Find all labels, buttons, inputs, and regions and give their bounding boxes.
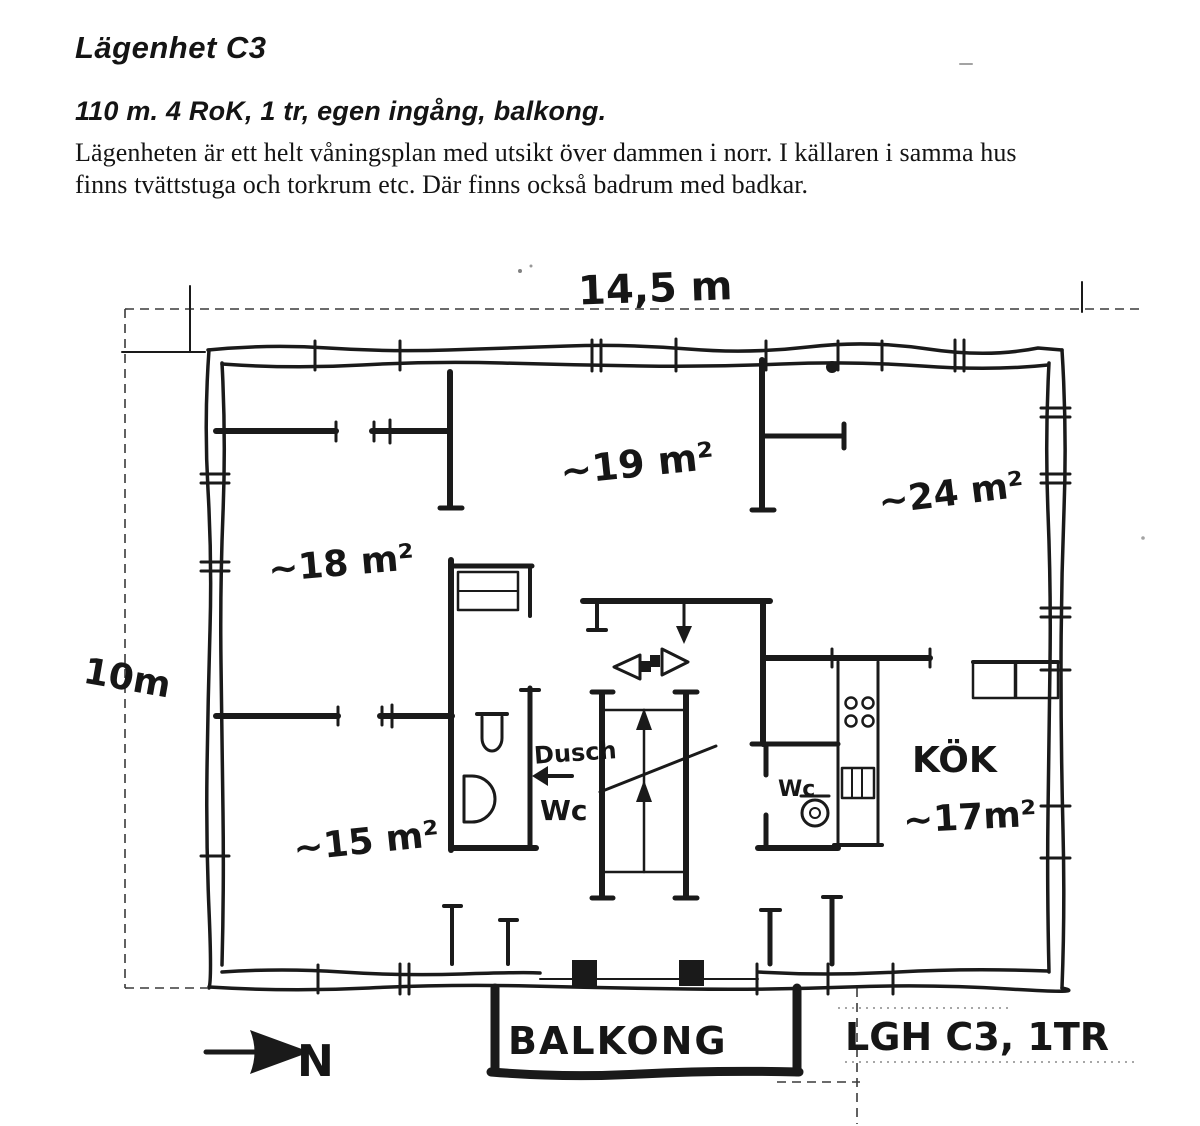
room-label-15: ~15 m² xyxy=(291,814,441,870)
stove-icon xyxy=(844,696,875,728)
kitchen-label: KÖK xyxy=(912,739,998,781)
listing-subtitle: 110 m. 4 RoK, 1 tr, egen ingång, balkong… xyxy=(75,96,607,126)
hall-arrow-left-icon xyxy=(612,653,651,681)
kitchen-wc xyxy=(749,741,841,851)
kitchen-cabinet xyxy=(1014,660,1060,700)
wc2-label: Wc xyxy=(778,777,815,802)
scan-specks xyxy=(518,63,1145,540)
bathroom xyxy=(448,557,574,853)
dimension-height-label: 10m xyxy=(80,651,173,707)
room-label-24: ~24 m² xyxy=(876,465,1026,523)
wc-label: Wc xyxy=(540,794,587,827)
ink-blob xyxy=(826,361,838,373)
balcony-door-posts xyxy=(442,904,704,986)
hall-arrow-right-icon xyxy=(650,647,690,677)
toilet-icon xyxy=(475,712,509,753)
dimension-width-label: 14,5 m xyxy=(577,263,733,314)
toilet2-icon xyxy=(799,794,831,828)
window-ticks xyxy=(199,337,1072,996)
listing-description-line2: finns tvättstuga och torkrum etc. Där fi… xyxy=(75,170,809,199)
kitchen xyxy=(749,647,1060,967)
north-arrow-icon xyxy=(203,1030,310,1074)
dusch-pointer-arrow xyxy=(532,766,574,786)
door-arrow-icon xyxy=(676,602,692,644)
page-title: Lägenhet C3 xyxy=(75,30,267,65)
room-label-19: ~19 m² xyxy=(558,434,716,494)
listing-description: Lägenheten är ett helt våningsplan med u… xyxy=(75,137,1160,201)
shower-label: Dusch xyxy=(533,736,617,770)
kitchen-area-label: ~17m² xyxy=(902,794,1038,842)
interior-walls xyxy=(213,357,847,747)
staircase xyxy=(589,689,718,901)
apartment-id-label: LGH C3, 1TR xyxy=(845,1015,1109,1059)
kitchen-cabinet xyxy=(971,660,1017,700)
sink-icon xyxy=(462,774,497,824)
stairs-cut-line xyxy=(598,744,718,794)
stairs-up-arrow xyxy=(636,708,652,802)
room-label-18: ~18 m² xyxy=(267,537,416,591)
balcony xyxy=(486,983,804,1081)
dimension-lines xyxy=(121,281,1140,1124)
listing-description-line1: Lägenheten är ett helt våningsplan med u… xyxy=(75,138,1017,167)
kitchen-sink-icon xyxy=(840,766,876,800)
north-label: N xyxy=(297,1036,334,1087)
balcony-label: BALKONG xyxy=(508,1019,728,1063)
hall-direction-arrows xyxy=(612,647,690,681)
